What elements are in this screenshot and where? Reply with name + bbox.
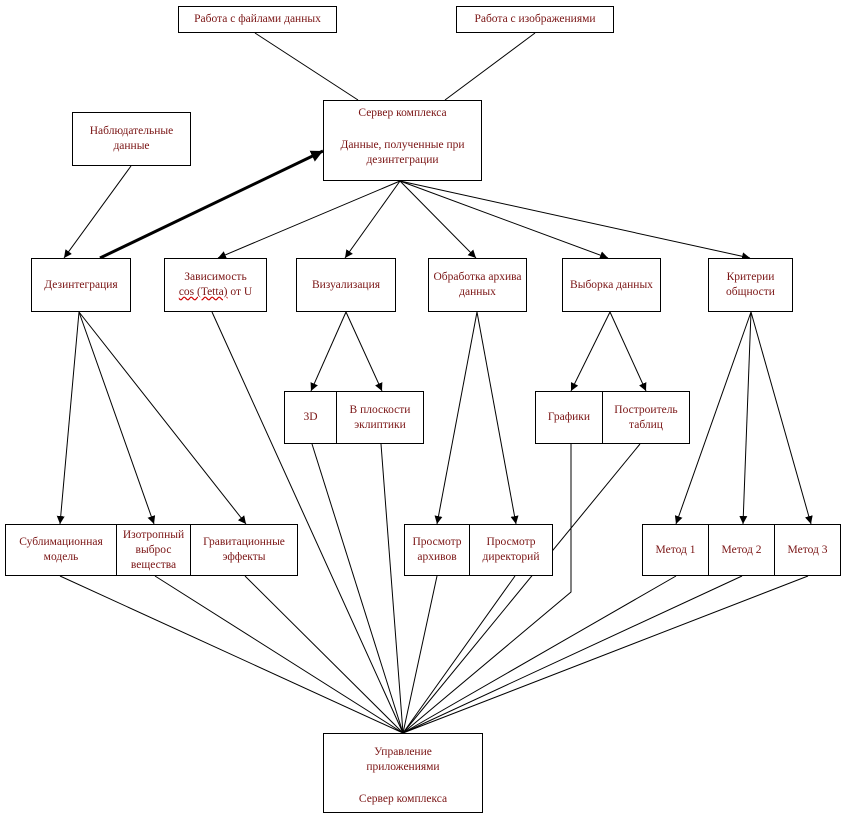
node-server-complex-bottom: Сервер комплекса [323,786,483,813]
node-data-from-disintegration: Данные, полученные при дезинтеграции [323,126,482,181]
arrow-server-to-visualization [344,180,401,259]
dependence-label: Зависимость [184,271,247,283]
arrow-criteria-to-method2 [739,311,752,525]
node-gravitational-effects: Гравитационные эффекты [191,524,298,576]
arrow-server-to-selection [399,180,609,259]
line-dependence-to-app [211,311,404,734]
line-view-directories-to-app [402,575,516,734]
node-disintegration: Дезинтеграция [31,258,131,312]
line-method1-to-app [402,575,677,734]
line-method3-to-app [402,575,809,734]
node-data-selection: Выборка данных [562,258,661,312]
node-table-builder: Построитель таблиц [603,391,690,444]
line-ecliptic-to-app [380,443,404,734]
node-sublimation-model: Сублимационная модель [5,524,117,576]
arrow-archive-to-view-directories [476,311,519,525]
arrow-server-to-dependence [217,180,401,259]
node-server-complex: Сервер комплекса [323,100,482,127]
node-work-data-files: Работа с файлами данных [178,6,337,33]
node-method-1: Метод 1 [642,524,709,576]
node-view-directories: Просмотр директорий [470,524,553,576]
line-images-to-server [444,32,536,101]
line-3d-to-app [311,443,404,734]
line-gravitational-to-app [244,575,404,734]
dependence-formula: cos (Tetta) [178,286,228,298]
arrow-server-to-criteria [399,180,751,261]
arrow-visualization-to-3d [310,311,347,392]
arrow-criteria-to-method1 [674,311,752,525]
arrow-selection-to-graphs [570,311,611,392]
node-visualization: Визуализация [296,258,396,312]
arrow-server-to-archive [399,180,477,259]
dependence-tail: от U [227,286,253,298]
node-commonality-criteria: Критерии общности [708,258,793,312]
node-ecliptic-plane: В плоскости эклиптики [337,391,424,444]
node-archive-processing: Обработка архива данных [428,258,527,312]
line-isotropic-to-app [154,575,404,734]
node-work-images: Работа с изображениями [456,6,614,33]
node-view-archives: Просмотр архивов [404,524,470,576]
node-method-2: Метод 2 [709,524,775,576]
line-graphs-to-app [402,444,572,734]
node-dependence-cos: Зависимость cos (Tetta) от U [164,258,267,312]
arrow-archive-to-view-archives [434,311,478,525]
arrow-disintegration-to-gravitational [78,311,247,525]
arrow-visualization-to-ecliptic [345,311,383,392]
line-sublimation-to-app [59,575,404,734]
node-method-3: Метод 3 [775,524,841,576]
line-method2-to-app [402,575,743,734]
arrow-selection-to-table-builder [609,311,647,392]
line-view-archives-to-app [402,575,438,734]
node-graphs: Графики [535,391,603,444]
arrow-criteria-to-method3 [750,311,813,525]
line-files-to-server [254,32,359,101]
line-table-builder-to-app [402,443,641,734]
node-app-management: Управление приложениями [323,733,483,787]
node-observational-data: Наблюдательные данные [72,112,191,166]
arrow-disintegration-to-server [99,149,324,260]
arrow-observational-to-disintegration [63,165,132,259]
arrow-disintegration-to-isotropic [78,311,156,525]
node-3d: 3D [284,391,337,444]
arrow-disintegration-to-sublimation [56,311,80,525]
node-isotropic-ejection: Изотропный выброс вещества [117,524,191,576]
